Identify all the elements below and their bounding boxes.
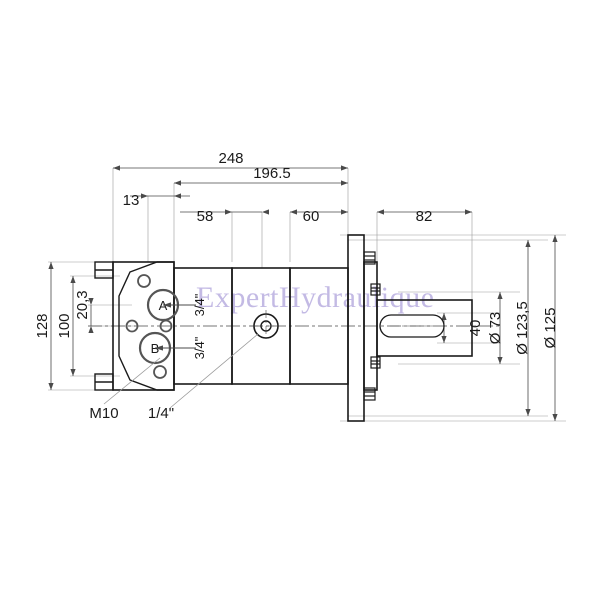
dim-196-5: 196.5 — [253, 165, 291, 182]
dim-128: 128 — [34, 313, 51, 338]
top-dimension-lines — [113, 165, 472, 215]
dim-58: 58 — [197, 208, 214, 225]
dim-20-3: 20,3 — [74, 290, 91, 319]
dim-d73: Ø 73 — [487, 312, 504, 345]
octagonal-port-plate — [118, 261, 175, 391]
port-a-thread-label: 3/4" — [192, 293, 207, 316]
port-b-thread-label: 3/4" — [192, 336, 207, 359]
flange-bolt-lugs — [363, 251, 381, 401]
mounting-feet — [94, 261, 114, 391]
dim-40: 40 — [467, 320, 484, 337]
dim-13: 13 — [123, 192, 140, 209]
dim-248: 248 — [218, 150, 243, 167]
dim-d123-5: Ø 123,5 — [514, 301, 531, 354]
drain-port — [250, 310, 282, 342]
port-plate-holes — [125, 274, 173, 379]
dim-60: 60 — [303, 208, 320, 225]
dim-d125: Ø 125 — [542, 308, 559, 349]
left-dimension-lines — [48, 262, 94, 390]
right-dimension-lines — [441, 235, 558, 421]
bottom-leader-lines — [103, 333, 259, 409]
dim-82: 82 — [416, 208, 433, 225]
dim-100: 100 — [56, 313, 73, 338]
output-shaft — [376, 299, 473, 357]
port-b-arrow — [155, 345, 163, 351]
drain-thread-label: 1/4" — [148, 405, 174, 422]
mounting-thread-label: M10 — [89, 405, 118, 422]
port-a-arrow — [163, 302, 171, 308]
watermark-text: ExpertHydraulique — [196, 281, 434, 314]
